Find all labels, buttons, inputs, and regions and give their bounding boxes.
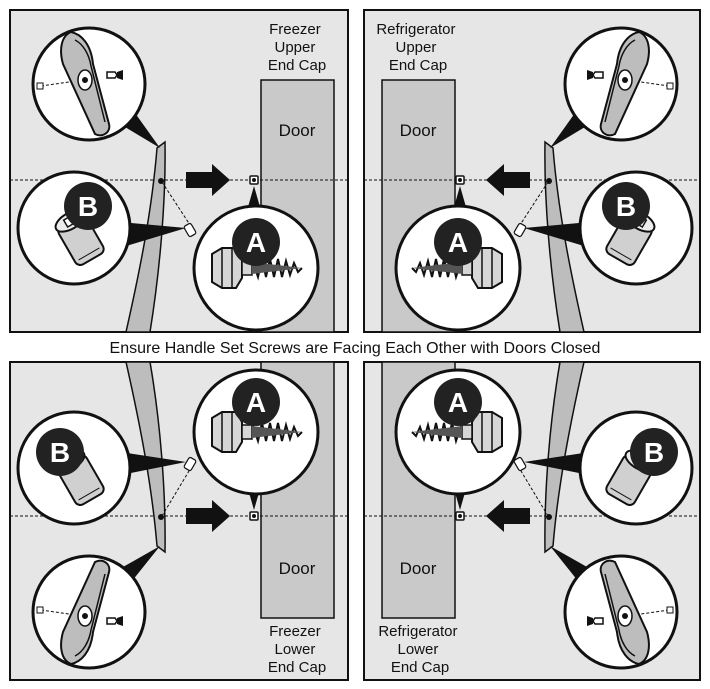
instruction-caption: Ensure Handle Set Screws are Facing Each…: [110, 340, 601, 357]
set-screw-callout: [578, 410, 694, 526]
handle-closeup-callout: [31, 26, 147, 142]
handle-closeup-callout: [31, 554, 147, 670]
door-label: Door: [279, 559, 316, 578]
end-cap-label: Refrigerator Lower End Cap: [378, 623, 461, 676]
svg-text:B: B: [50, 437, 70, 468]
arrow-left-icon: [486, 164, 530, 196]
arrow-right-icon: [186, 500, 230, 532]
badge-a: A: [232, 378, 280, 426]
badge-a: A: [434, 218, 482, 266]
svg-text:A: A: [246, 387, 266, 418]
badge-a: A: [434, 378, 482, 426]
end-cap-label: Refrigerator Upper End Cap: [376, 21, 459, 74]
badge-b: B: [64, 182, 112, 230]
arrow-right-icon: [186, 164, 230, 196]
svg-text:B: B: [616, 191, 636, 222]
svg-text:A: A: [246, 227, 266, 258]
badge-b: B: [36, 428, 84, 476]
door-label: Door: [400, 121, 437, 140]
svg-text:B: B: [78, 191, 98, 222]
handle-closeup-callout: [563, 26, 679, 142]
panel-refrigerator-upper: Door Refrigerator Upper End Cap B A: [363, 9, 701, 333]
end-cap-label: Freezer Upper End Cap: [268, 21, 326, 74]
end-cap-label: Freezer Lower End Cap: [268, 623, 326, 676]
badge-a: A: [232, 218, 280, 266]
svg-text:A: A: [448, 227, 468, 258]
svg-text:A: A: [448, 387, 468, 418]
panel-freezer-lower: Door Freezer Lower End Cap A B: [9, 361, 349, 681]
door-label: Door: [400, 559, 437, 578]
svg-text:B: B: [644, 437, 664, 468]
handle-closeup-callout: [563, 554, 679, 670]
arrow-left-icon: [486, 500, 530, 532]
door-label: Door: [279, 121, 316, 140]
badge-b: B: [630, 428, 678, 476]
badge-b: B: [602, 182, 650, 230]
panel-freezer-upper: Door Freezer Upper End Cap B A: [9, 9, 349, 333]
panel-refrigerator-lower: Door Refrigerator Lower End Cap A B: [363, 361, 701, 681]
